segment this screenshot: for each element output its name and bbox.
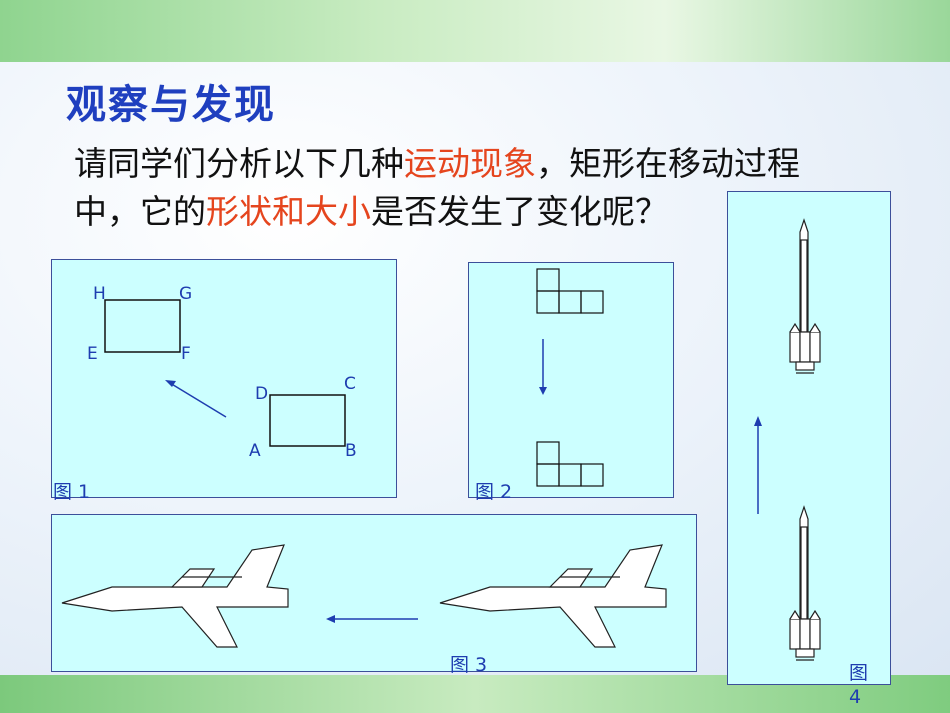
- rocket-bottom: [789, 505, 821, 661]
- down-arrow-head: [539, 387, 547, 395]
- vertex-label-c: C: [344, 374, 356, 394]
- figure-4-drawing: [754, 218, 821, 661]
- question-paragraph: 请同学们分析以下几种运动现象，矩形在移动过程中，它的形状和大小是否发生了变化呢？: [74, 140, 854, 236]
- para-text-3: 是否发生了变化呢？: [371, 192, 668, 231]
- vertex-label-f: F: [181, 344, 191, 364]
- para-text-1: 请同学们分析以下几种: [74, 144, 404, 183]
- l-shape-top: [536, 268, 604, 314]
- figure-2-caption: 图 2: [475, 481, 513, 503]
- figure-2-drawing: [536, 268, 604, 487]
- slide-title: 观察与发现: [66, 81, 276, 128]
- figure-1-caption: 图 1: [53, 481, 91, 503]
- figure-3-drawing: [61, 544, 667, 648]
- figure-1-drawing: [104, 299, 346, 447]
- vertex-label-h: H: [93, 284, 106, 304]
- rect-abcd: [269, 394, 346, 447]
- vertex-label-e: E: [87, 344, 98, 364]
- vertex-label-a: A: [249, 441, 261, 461]
- rect-efgh: [104, 299, 181, 353]
- figure-2-panel: 图 2: [468, 262, 674, 503]
- vertex-label-b: B: [345, 441, 357, 461]
- figure-4-caption-line1: 图: [849, 662, 869, 684]
- figure-4-caption-line2: 4: [849, 686, 862, 708]
- move-arrow-head: [165, 380, 176, 387]
- l-shape-bottom: [536, 441, 604, 487]
- figure-3-caption: 图 3: [450, 654, 488, 676]
- figure-1-panel: H G E F D C A B 图 1: [51, 259, 397, 503]
- para-text-2: ，矩形在移动过程中，它的: [74, 144, 800, 231]
- figure-3-panel: 图 3: [51, 514, 697, 676]
- move-arrow-line: [169, 382, 227, 418]
- highlight-motion: 运动现象: [404, 144, 536, 183]
- left-arrow-head: [326, 615, 335, 623]
- up-arrow-head: [754, 416, 762, 426]
- vertex-label-g: G: [179, 284, 193, 304]
- airplane-right: [439, 544, 667, 648]
- airplane-left: [61, 544, 289, 648]
- top-decor-bar: [0, 0, 950, 62]
- vertex-label-d: D: [255, 384, 269, 404]
- highlight-shape-size: 形状和大小: [206, 192, 371, 231]
- figure-4-panel: 图 4: [727, 191, 891, 708]
- rocket-top: [789, 218, 821, 374]
